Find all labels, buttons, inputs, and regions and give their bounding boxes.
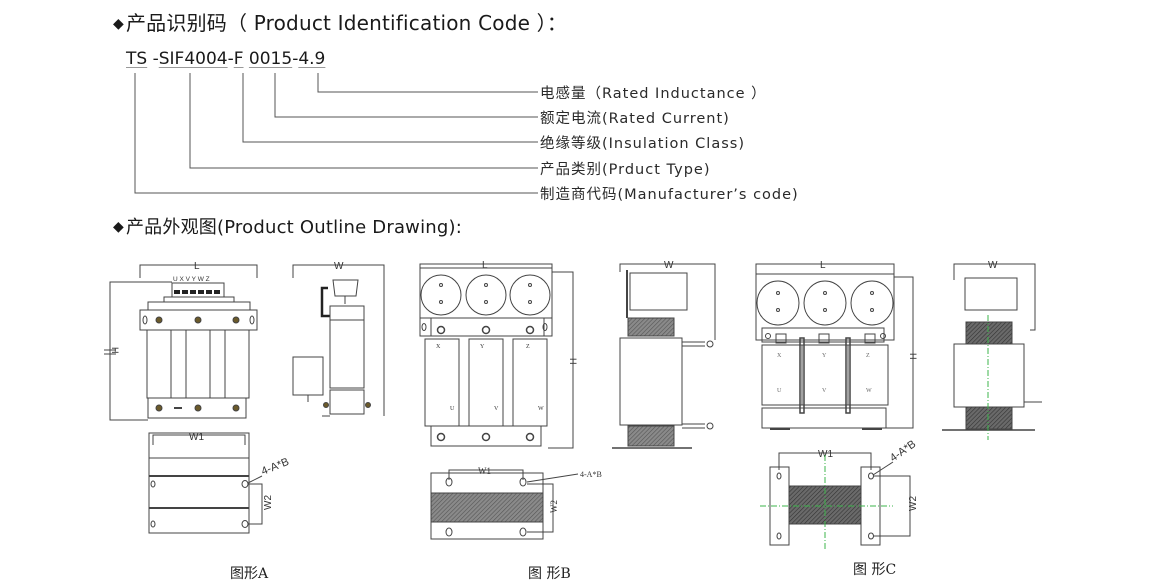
product-code: TS -SIF4004-F 0015-4.9 bbox=[126, 49, 325, 69]
code-sep: - bbox=[227, 49, 234, 69]
dim-w-label: W bbox=[988, 260, 998, 271]
dim-w2-label: W2 bbox=[549, 500, 559, 513]
legend-manufacturer: 制造商代码(Manufacturer’s code) bbox=[540, 187, 799, 203]
diamond-bullet-icon: ◆ bbox=[113, 219, 124, 235]
diamond-bullet-icon: ◆ bbox=[113, 16, 124, 32]
dim-w2-label: W2 bbox=[263, 495, 274, 510]
drawing-a-side-view: W bbox=[292, 261, 385, 417]
leader-inductance bbox=[317, 73, 538, 93]
phase-x-label: X bbox=[436, 344, 441, 350]
leader-manufacturer bbox=[134, 73, 538, 194]
dim-w1-label: W1 bbox=[818, 449, 833, 460]
leader-current bbox=[274, 73, 538, 118]
identification-heading: ◆产品识别码（ Product Identification Code ）： bbox=[113, 7, 567, 36]
holes-label: 4-A*B bbox=[260, 456, 291, 478]
leader-type bbox=[189, 73, 538, 169]
drawing-c-front-view: L H X Y Z U V W bbox=[755, 260, 918, 430]
dim-w-label: W bbox=[664, 260, 674, 271]
legend-type: 产品类别(Prduct Type) bbox=[540, 162, 711, 178]
dim-w-label: W bbox=[334, 261, 344, 272]
phase-u-label: U bbox=[450, 406, 455, 412]
outline-title: 产品外观图(Product Outline Drawing): bbox=[125, 217, 463, 238]
caption-figure-c: 图 形C bbox=[853, 562, 897, 578]
dim-l-label: L bbox=[194, 261, 200, 272]
drawing-c: L H X Y Z U V W W bbox=[755, 260, 1042, 550]
outline-heading: ◆产品外观图(Product Outline Drawing): bbox=[113, 213, 462, 239]
code-sep: - bbox=[292, 49, 299, 69]
code-insulation: F bbox=[233, 49, 244, 69]
dim-h-label: H bbox=[110, 347, 120, 354]
drawing-a: L H U X V Y W Z W bbox=[104, 261, 385, 534]
phase-v-label: V bbox=[822, 388, 827, 394]
code-manufacturer: TS bbox=[126, 49, 148, 69]
drawing-c-bottom-view: W1 4-A*B W2 bbox=[760, 438, 919, 550]
dim-h-label: H bbox=[568, 358, 578, 365]
phase-y-label: Y bbox=[480, 344, 485, 350]
drawing-a-front-view: L H U X V Y W Z bbox=[104, 261, 258, 421]
holes-label: 4-A*B bbox=[580, 470, 602, 479]
phase-x-label: X bbox=[777, 353, 782, 359]
phase-w-label: W bbox=[866, 388, 872, 394]
drawing-b-front-view: L H X Y Z U V W bbox=[419, 260, 578, 449]
terminal-labels: U X V Y W Z bbox=[173, 276, 210, 283]
dim-l-label: L bbox=[482, 260, 488, 271]
drawing-b-bottom-view: W1 4-A*B W2 bbox=[430, 466, 602, 540]
legend-insulation: 绝缘等级(Insulation Class) bbox=[540, 136, 745, 152]
caption-figure-a: 图形A bbox=[230, 566, 269, 582]
dim-w1-label: W1 bbox=[189, 432, 204, 443]
phase-w-label: W bbox=[538, 406, 544, 412]
identification-title: 产品识别码（ Product Identification Code ）： bbox=[125, 11, 568, 35]
drawing-a-bottom-view: W1 4-A*B W2 bbox=[148, 432, 291, 534]
dim-h-label: H bbox=[908, 353, 918, 360]
dim-l-label: L bbox=[820, 260, 826, 271]
leader-insulation bbox=[242, 73, 538, 143]
code-leader-lines bbox=[134, 73, 538, 194]
dim-w1-label: W1 bbox=[478, 466, 491, 476]
dim-w2-label: W2 bbox=[908, 496, 919, 511]
code-sep: - bbox=[152, 49, 159, 69]
code-inductance: 4.9 bbox=[298, 49, 326, 69]
drawing-b-side-view: W bbox=[612, 260, 716, 449]
code-current: 0015 bbox=[248, 49, 293, 69]
phase-z-label: Z bbox=[526, 344, 530, 350]
phase-u-label: U bbox=[777, 388, 782, 394]
outline-drawings: L H U X V Y W Z W bbox=[104, 260, 1042, 550]
phase-z-label: Z bbox=[866, 353, 870, 359]
drawing-c-side-view: W bbox=[942, 260, 1042, 440]
drawing-b: L H X Y Z U V W W bbox=[419, 260, 716, 540]
code-type: SIF4004 bbox=[158, 49, 228, 69]
holes-label: 4-A*B bbox=[888, 438, 918, 464]
legend-inductance: 电感量（Rated Inductance ） bbox=[540, 86, 767, 102]
caption-figure-b: 图 形B bbox=[528, 566, 571, 582]
phase-v-label: V bbox=[494, 406, 499, 412]
phase-y-label: Y bbox=[822, 353, 827, 359]
legend-current: 额定电流(Rated Current) bbox=[540, 111, 730, 127]
